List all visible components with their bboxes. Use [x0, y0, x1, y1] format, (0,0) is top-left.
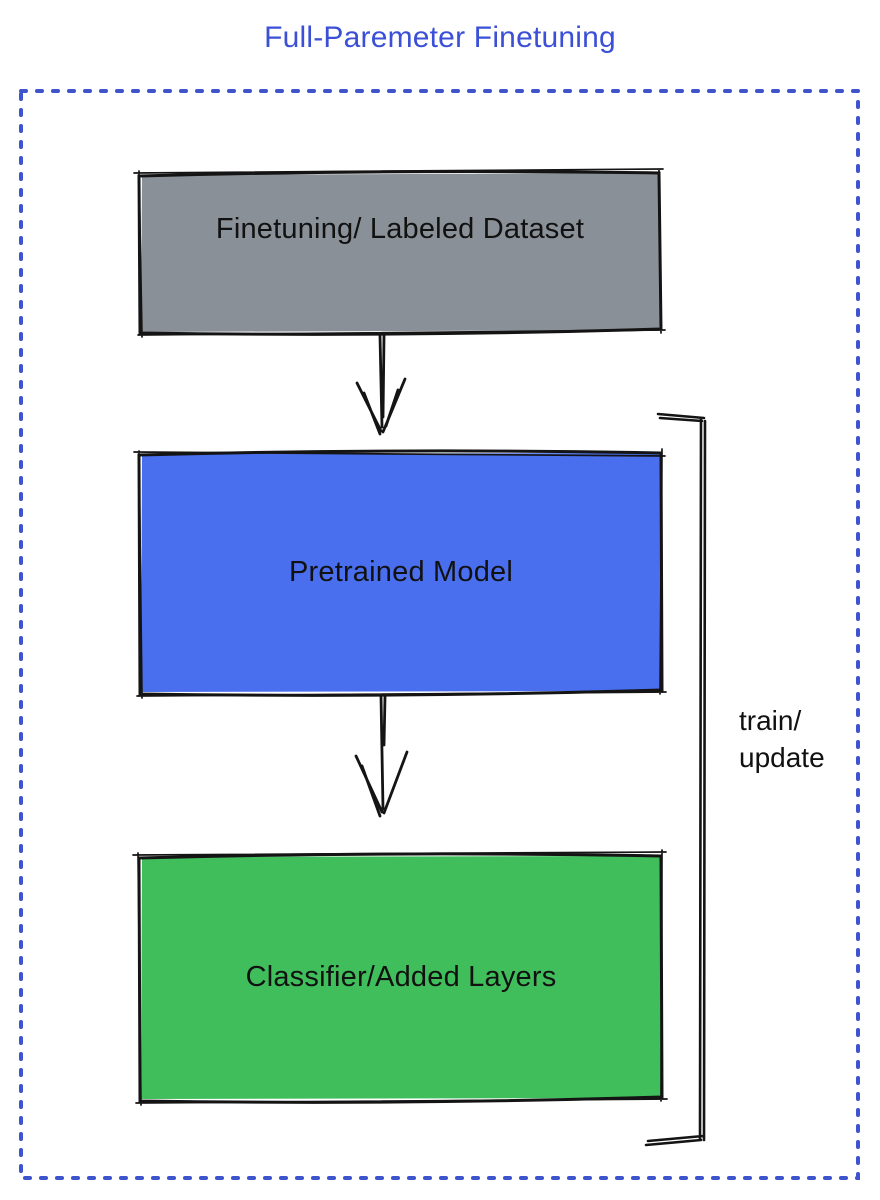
model-box-sketch-stroke	[133, 448, 667, 699]
diagram-title: Full-Paremeter Finetuning	[264, 21, 616, 54]
arrow-model-to-classifier	[354, 694, 409, 818]
dataset-box-sketch-stroke	[133, 168, 666, 338]
train-update-label: train/ update	[739, 702, 825, 776]
classifier-box	[141, 856, 661, 1099]
train-update-label-line1: train/	[739, 705, 802, 736]
model-box-label: Pretrained Model	[288, 556, 514, 588]
classifier-box-label: Classifier/Added Layers	[245, 961, 557, 993]
dataset-box-label: Finetuning/ Labeled Dataset	[215, 213, 585, 245]
arrow-dataset-to-model	[355, 334, 407, 436]
dashed-frame	[19, 89, 860, 1180]
train-update-label-line2: update	[739, 742, 825, 773]
classifier-box-sketch-stroke	[132, 849, 668, 1106]
dataset-box	[141, 173, 660, 332]
model-box	[141, 453, 661, 692]
train-update-bracket	[644, 412, 707, 1147]
